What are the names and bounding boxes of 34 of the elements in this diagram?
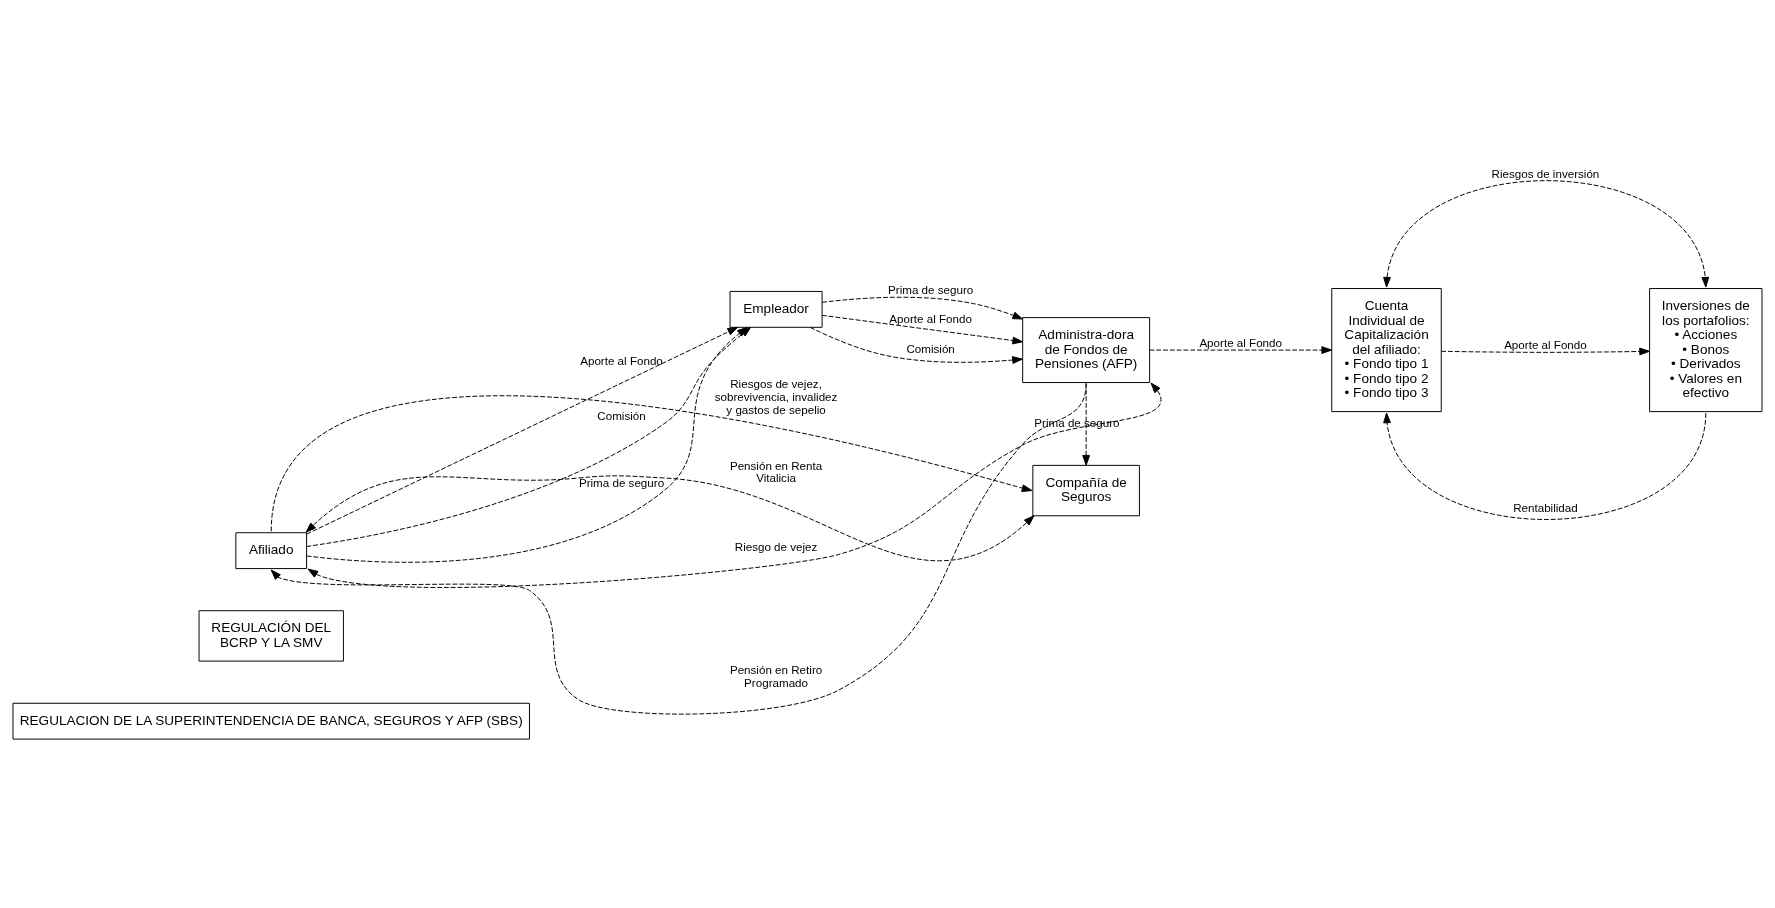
edge-label: Pensión en Retiro Programado: [729, 663, 823, 689]
arrow: [821, 296, 1024, 320]
arrow: [1440, 347, 1650, 356]
arrow: [1149, 346, 1333, 354]
edge-label: Aporte al Fondo: [580, 354, 663, 368]
arrow: [809, 327, 1023, 364]
edge-label: Comisión: [597, 409, 646, 423]
arrow: [1082, 382, 1090, 466]
node-box: Compañía de Seguros: [1032, 464, 1140, 517]
edge-label: Rentabilidad: [1513, 501, 1578, 515]
edge-label: Pensión en Renta Vitalicia: [729, 458, 823, 485]
node-box: Cuenta Individual de Capitalización del afiliado: • Fondo tipo 1 • Fondo tipo 2 • Fondo tipo 3: [1331, 288, 1442, 413]
edge-label: Comisión: [906, 341, 955, 355]
node-box: Administra-dora de Fondos de Pensiones (AFP): [1022, 317, 1151, 384]
arrow: [1383, 180, 1710, 288]
node-box: Inversiones de los portafolios: • Acciones • Bonos • Derivados • Valores en efectivo: [1649, 288, 1763, 413]
arrow: [307, 382, 1162, 588]
edge-label: Aporte al Fondo: [1199, 335, 1282, 349]
arrow: [821, 314, 1024, 345]
arrow: [270, 395, 1033, 532]
edge-label: Prima de seguro: [578, 476, 665, 490]
node-box: Afiliado: [235, 532, 308, 570]
node-box: REGULACIÓN DEL BCRP Y LA SMV: [198, 610, 344, 662]
arrow: [305, 475, 1035, 562]
node-box: REGULACION DE LA SUPERINTENDENCIA DE BANCA, SEGUROS Y AFP (SBS): [12, 702, 530, 740]
edge-label: Aporte al Fondo: [1504, 337, 1587, 351]
edge-label: Prima de seguro: [888, 283, 974, 297]
node-box: Empleador: [729, 290, 823, 328]
edge-label: Aporte al Fondo: [889, 311, 972, 325]
edge-label: Riesgos de inversión: [1491, 167, 1600, 181]
arrow: [270, 383, 1087, 715]
edge-label: Riesgos de vejez, sobrevivencia, invalidez y gastos de sepelio: [714, 377, 838, 416]
edge-label: Riesgo de vejez: [734, 540, 818, 554]
arrow: [1383, 412, 1707, 520]
